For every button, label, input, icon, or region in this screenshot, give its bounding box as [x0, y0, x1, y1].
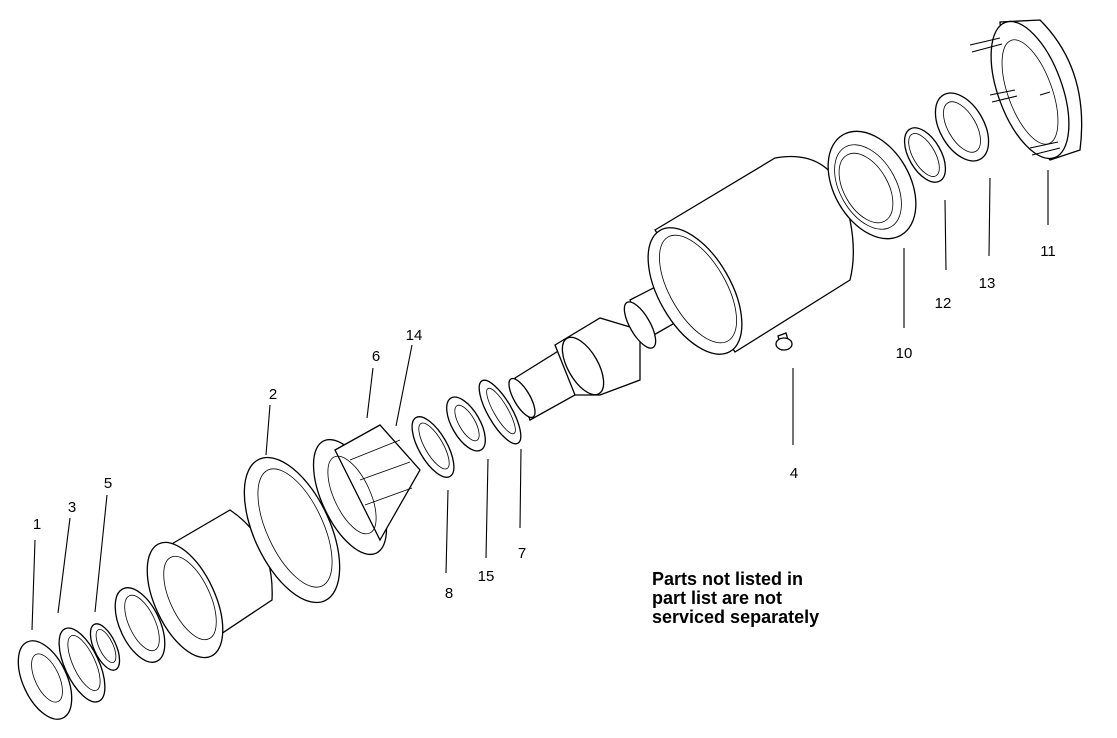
callout-3: 3 — [68, 499, 76, 516]
part-13-ring — [934, 92, 990, 162]
part-15-washer — [446, 396, 486, 452]
callout-13: 13 — [979, 275, 996, 292]
callout-4: 4 — [790, 465, 798, 482]
callout-8: 8 — [445, 585, 453, 602]
part-6-bearing-cage — [312, 424, 421, 556]
part-11-end-cap — [969, 19, 1083, 161]
callout-1: 1 — [33, 516, 41, 533]
part-12-ring — [903, 127, 947, 183]
callout-11: 11 — [1040, 243, 1056, 260]
part-10-ring — [827, 130, 917, 240]
callout-14: 14 — [406, 327, 423, 344]
callout-5: 5 — [104, 475, 112, 492]
part-4-drum — [647, 155, 854, 355]
part-3-ring — [58, 627, 106, 703]
service-note: Parts not listed in part list are not se… — [652, 569, 820, 627]
callout-2: 2 — [269, 386, 277, 403]
leader-lines — [31, 170, 1049, 631]
front-housing — [146, 509, 273, 659]
seal-ring — [114, 587, 166, 663]
part-8-ring — [411, 416, 455, 478]
part-5-ring — [89, 623, 121, 671]
part-1-ring — [17, 640, 73, 720]
part-7-needle-bearing — [478, 379, 522, 445]
shaft — [508, 281, 681, 421]
callout-10: 10 — [896, 345, 913, 362]
callout-7: 7 — [518, 545, 526, 562]
callout-6: 6 — [372, 348, 380, 365]
callout-12: 12 — [935, 295, 952, 312]
callout-15: 15 — [478, 568, 495, 585]
